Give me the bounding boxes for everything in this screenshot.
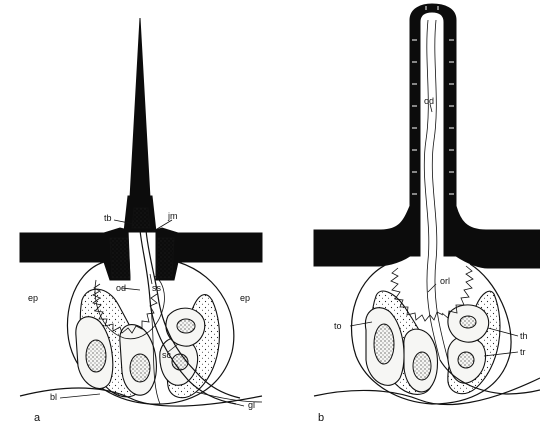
- label-tb: tb: [104, 213, 112, 223]
- label-gl: gl: [248, 400, 255, 410]
- dendrite-outer-b: [424, 20, 440, 360]
- nucleus-a-4: [177, 319, 195, 333]
- leader-gl: [228, 402, 244, 406]
- socket-fill-a-right: [156, 238, 174, 278]
- nucleus-a-1: [86, 340, 106, 372]
- label-orl: orl: [440, 276, 450, 286]
- socket-fill-a: [110, 238, 130, 278]
- label-od-b: od: [424, 96, 434, 106]
- label-tr: tr: [520, 347, 526, 357]
- nucleus-b-1: [374, 324, 394, 364]
- panel-letter-a: a: [34, 412, 41, 424]
- nucleus-b-3: [458, 352, 474, 368]
- label-jm: jm: [167, 211, 178, 221]
- cuticle-b: [314, 206, 410, 266]
- label-ss: ss: [152, 283, 162, 293]
- hair-shaft-a: [130, 18, 150, 198]
- cuticle-right-a: [178, 233, 262, 262]
- leader-bl: [60, 394, 100, 398]
- label-to: to: [334, 321, 342, 331]
- panel-b: od orl to th tr b: [314, 4, 540, 424]
- label-th: th: [520, 331, 528, 341]
- nucleus-a-2: [130, 354, 150, 382]
- label-bl: bl: [50, 392, 57, 402]
- nucleus-b-4: [460, 316, 476, 328]
- cuticle-left-a: [20, 233, 104, 262]
- panel-a: tb jm od ss sc ep ep bl gl a: [20, 18, 262, 424]
- panel-letter-b: b: [318, 412, 324, 424]
- label-ep-right: ep: [240, 293, 250, 303]
- label-od-a: od: [116, 283, 126, 293]
- cuticle-b-right: [456, 206, 540, 268]
- tubular-body-a: [132, 208, 150, 228]
- label-ep-left: ep: [28, 293, 38, 303]
- hair-peg-b: [410, 4, 456, 256]
- nucleus-b-2: [413, 352, 431, 380]
- label-sc: sc: [162, 350, 172, 360]
